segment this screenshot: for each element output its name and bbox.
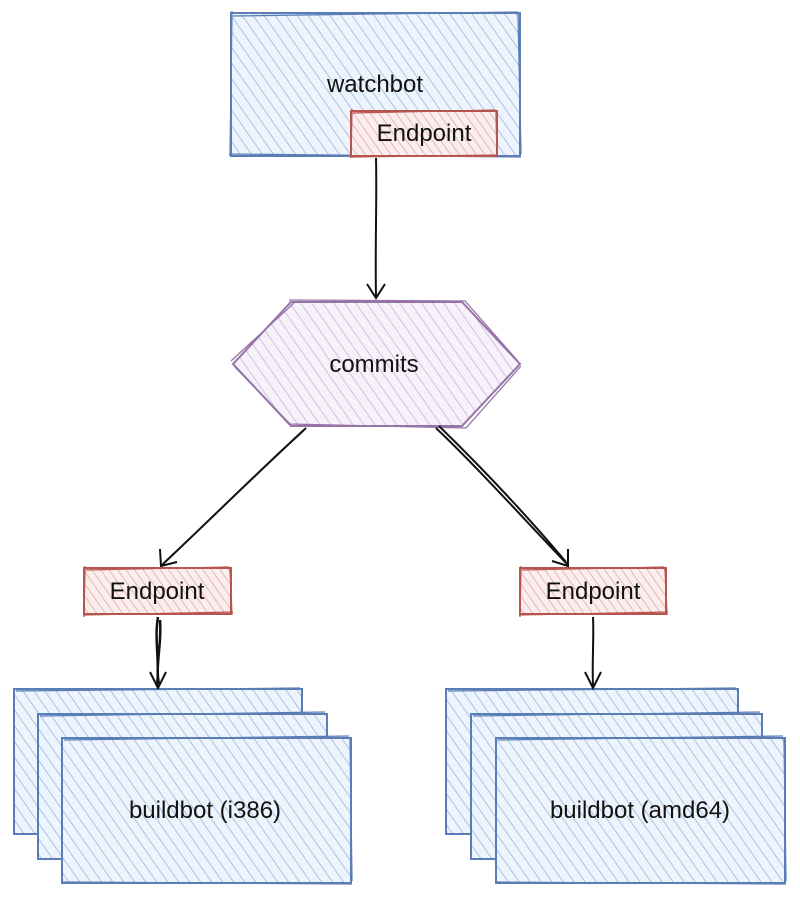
edge-commits-to-right-endpoint-line [435,425,569,566]
commits-label: commits [329,351,418,378]
commits-shape-sketch [230,299,522,429]
edge-commits-to-left-endpoint [159,427,307,568]
edge-watchbot-to-commits-line [374,157,378,298]
watchbot-endpoint-label: Endpoint [377,120,472,147]
buildbot-i386-label: buildbot (i386) [129,797,281,824]
edge-left-endpoint-to-buildbot-i386 [149,616,167,691]
edge-commits-to-left-endpoint-line [161,427,307,566]
buildbot-amd64-node: buildbot (amd64) [445,687,787,885]
watchbot-endpoint-node: Endpoint [349,108,499,159]
buildbot-i386-node: buildbot (i386) [13,687,353,885]
edge-commits-to-left-endpoint-head [159,548,178,568]
edge-left-endpoint-to-buildbot-i386-line [155,616,162,687]
right-endpoint-label: Endpoint [546,578,641,605]
buildbot-amd64-label: buildbot (amd64) [550,797,730,824]
edge-watchbot-to-commits-head [366,283,386,300]
commits-node: commits [230,299,522,429]
commits-shape [231,301,522,427]
buildbot-amd64-box-front [495,737,786,884]
watchbot-label: watchbot [326,71,423,98]
watchbot-endpoint-box-sketch [349,108,499,159]
buildbot-i386-box-front [61,737,352,884]
right-endpoint-box-sketch [518,565,669,618]
buildbot-amd64-box-sketch [447,687,787,885]
edge-right-endpoint-to-buildbot-amd64 [584,616,602,691]
watchbot-box-sketch [228,10,522,158]
left-endpoint-label: Endpoint [110,578,205,605]
left-endpoint-node: Endpoint [82,565,234,618]
edge-watchbot-to-commits [366,157,386,300]
edge-left-endpoint-to-buildbot-i386-head [149,671,167,691]
edge-commits-to-right-endpoint-head [551,549,569,568]
left-endpoint-box-sketch [82,565,234,618]
edge-commits-to-right-endpoint [435,425,569,568]
edge-right-endpoint-to-buildbot-amd64-line [591,616,595,687]
edge-right-endpoint-to-buildbot-amd64-head [584,671,602,691]
right-endpoint-node: Endpoint [518,565,669,618]
